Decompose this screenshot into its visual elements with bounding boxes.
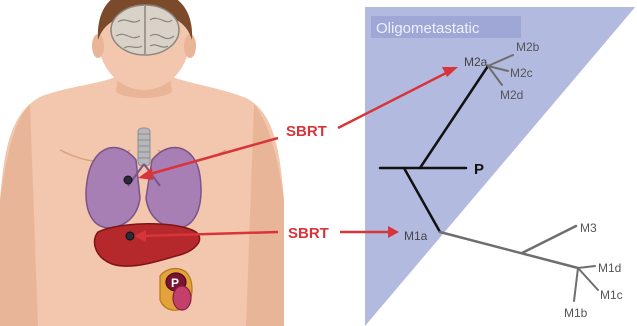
node-m3-label: M3 [580, 221, 597, 235]
node-m2b-label: M2b [516, 40, 540, 54]
branch-m1c [578, 268, 598, 290]
sbrt-label-bottom: SBRT [288, 225, 329, 242]
liver-metastasis-icon [126, 232, 134, 240]
node-m1b-label: M1b [564, 306, 588, 320]
panel-header: Oligometastatic [376, 20, 480, 37]
node-m2d-label: M2d [500, 88, 523, 102]
lung-metastasis-icon [124, 176, 132, 184]
node-m1a-label: M1a [404, 229, 428, 243]
node-p-label: P [474, 161, 484, 178]
torso [0, 76, 284, 326]
branch-m1-trunk [440, 232, 578, 268]
node-m1c-label: M1c [600, 288, 623, 302]
node-m2c-label: M2c [510, 66, 533, 80]
ear-right [184, 34, 196, 58]
oligometastatic-panel: Oligometastatic [365, 5, 637, 326]
branch-m1d [578, 266, 595, 268]
oligometastatic-triangle [365, 5, 637, 326]
node-m2a-label: M2a [464, 55, 488, 69]
panel-top-edge [365, 5, 637, 7]
sbrt-label-top: SBRT [286, 123, 327, 140]
kidney-icon [173, 286, 191, 310]
human-figure: P [0, 0, 284, 326]
trachea-icon [138, 128, 150, 166]
node-m1d-label: M1d [598, 261, 621, 275]
branch-m1b [574, 268, 578, 301]
branch-m3 [522, 226, 576, 253]
brain-icon [111, 5, 179, 55]
